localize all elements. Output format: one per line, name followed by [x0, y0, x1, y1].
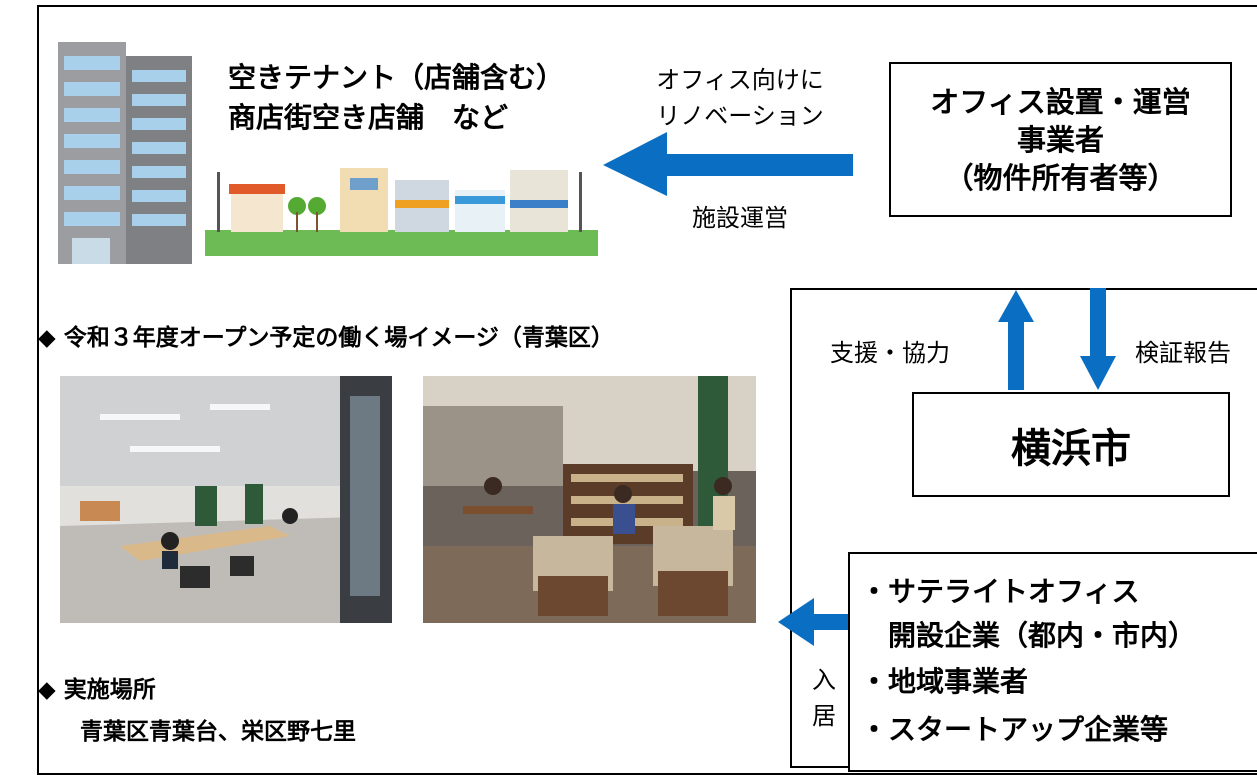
location-heading: ◆ 実施場所 — [38, 677, 156, 703]
support-report-arrows — [998, 288, 1116, 390]
company-item: 開設企業（都内・市内） — [860, 619, 1197, 652]
move-in-label: 入居 — [812, 666, 836, 730]
lounge-interior-photo — [423, 376, 756, 623]
operator-box: オフィス設置・運営 事業者 （物件所有者等） — [889, 62, 1232, 217]
operator-line-3: （物件所有者等） — [944, 160, 1177, 195]
shopping-street-illustration — [205, 168, 598, 256]
company-item: ・地域事業者 — [860, 665, 1029, 698]
move-in-arrow — [778, 598, 850, 646]
renovation-label-line-2: リノベーション — [656, 102, 824, 130]
image-heading: ◆ 令和３年度オープン予定の働く場イメージ（青葉区） — [38, 325, 614, 351]
operator-line-2: 事業者 — [1016, 122, 1104, 157]
tenant-line-2: 商店街空き店舗 など — [228, 101, 509, 134]
report-label: 検証報告 — [1135, 339, 1231, 367]
operator-line-1: オフィス設置・運営 — [930, 84, 1191, 119]
renovation-label-line-1: オフィス向けに — [656, 66, 824, 94]
renovation-label: オフィス向けに リノベーション — [620, 62, 860, 134]
office-interior-photo — [60, 376, 392, 623]
facility-operation-label: 施設運営 — [692, 204, 788, 232]
location-detail: 青葉区青葉台、栄区野七里 — [80, 719, 356, 745]
left-arrow-to-tenants — [603, 132, 853, 196]
office-building-illustration — [58, 42, 192, 264]
support-label: 支援・協力 — [830, 339, 950, 367]
company-item: ・サテライトオフィス — [860, 575, 1140, 608]
yokohama-city-box: 横浜市 — [912, 392, 1230, 497]
city-label: 横浜市 — [1011, 425, 1131, 472]
company-item: ・スタートアップ企業等 — [860, 713, 1169, 746]
vacant-tenant-text: 空きテナント（店舗含む） 商店街空き店舗 など — [228, 58, 564, 138]
tenant-line-1: 空きテナント（店舗含む） — [228, 61, 565, 94]
